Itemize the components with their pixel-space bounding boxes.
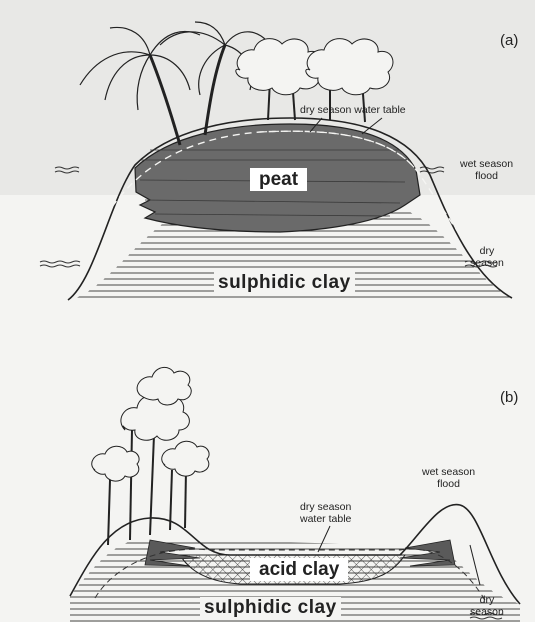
panel-a-wet-season-label: wet season flood <box>460 158 513 182</box>
panel-b-dry-water-table-label: dry season water table <box>300 501 351 525</box>
panel-b-clay-label: sulphidic clay <box>200 597 341 618</box>
panel-b-wet-season-label: wet season flood <box>422 466 475 490</box>
panel-a-dry-season-label: dry season <box>470 245 504 269</box>
panel-a-letter: (a) <box>500 33 518 48</box>
panel-a-peat-label: peat <box>250 168 307 191</box>
panel-b-letter: (b) <box>500 390 518 405</box>
panel-b-diagram <box>60 367 530 622</box>
panel-b-acid-clay-label: acid clay <box>250 558 348 581</box>
panel-b-dry-season-label: dry season <box>470 594 504 618</box>
panel-a-clay-label: sulphidic clay <box>214 272 355 293</box>
panel-a-dry-water-table-label: dry season water table <box>300 104 406 116</box>
tree-cluster-icon <box>92 367 209 545</box>
